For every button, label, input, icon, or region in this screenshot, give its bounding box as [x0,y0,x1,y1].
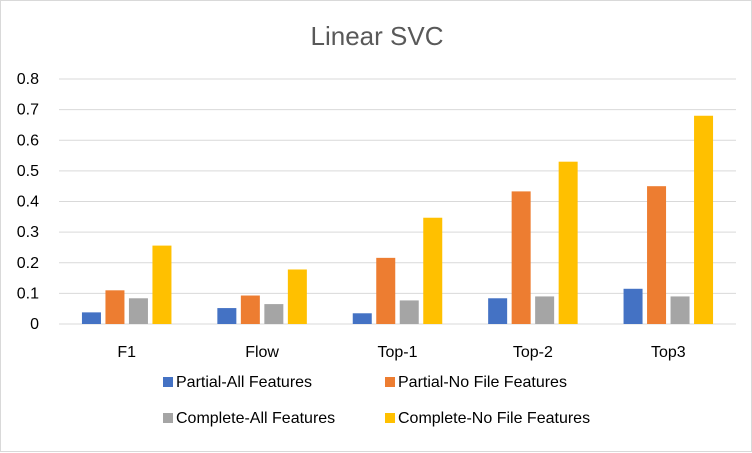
y-tick-label: 0.5 [17,163,39,180]
bar [511,191,531,324]
y-tick-label: 0.4 [17,194,39,211]
y-tick-label: 0.6 [17,132,39,149]
gridlines [59,78,736,325]
legend-swatch [385,377,395,387]
legend: Partial-All Features Partial-No File Feat… [163,374,590,427]
x-tick-label: Top-1 [377,344,417,361]
x-axis-ticks: F1 Flow Top-1 Top-2 Top3 [117,344,685,361]
y-tick-label: 0.8 [17,71,39,88]
bar [81,312,101,324]
legend-item: Complete-No File Features [385,410,590,427]
y-tick-label: 0.1 [17,285,39,302]
legend-swatch [163,377,173,387]
legend-label: Complete-All Features [176,410,335,427]
legend-swatch [163,413,173,423]
bar [623,288,643,324]
bar [128,298,148,324]
legend-label: Partial-No File Features [398,374,567,391]
y-tick-label: 0.3 [17,224,39,241]
bar [264,304,284,324]
bar [352,313,372,324]
bar [488,298,508,324]
legend-item: Partial-All Features [163,374,312,391]
y-tick-label: 0.7 [17,102,39,119]
legend-label: Partial-All Features [176,374,312,391]
bar [694,115,714,324]
bar [399,300,419,324]
legend-label: Complete-No File Features [398,410,590,427]
legend-item: Complete-All Features [163,410,335,427]
bar [152,245,172,324]
bar [217,308,237,324]
x-tick-label: F1 [117,344,136,361]
bar [376,257,396,324]
bar [647,186,667,324]
y-tick-label: 0 [30,316,39,333]
x-tick-label: Flow [245,344,279,361]
bar [240,295,260,324]
bar [423,217,443,324]
bar [535,296,555,324]
legend-swatch [385,413,395,423]
x-tick-label: Top-2 [513,344,553,361]
bar [670,296,690,324]
chart-title: Linear SVC [311,21,444,51]
x-tick-label: Top3 [651,344,686,361]
y-axis-ticks: 0 0.1 0.2 0.3 0.4 0.5 0.6 0.7 0.8 [17,71,39,333]
bar [558,161,578,324]
y-tick-label: 0.2 [17,255,39,272]
legend-item: Partial-No File Features [385,374,567,391]
bars [81,115,714,324]
bar [287,269,307,324]
bar [105,290,125,324]
